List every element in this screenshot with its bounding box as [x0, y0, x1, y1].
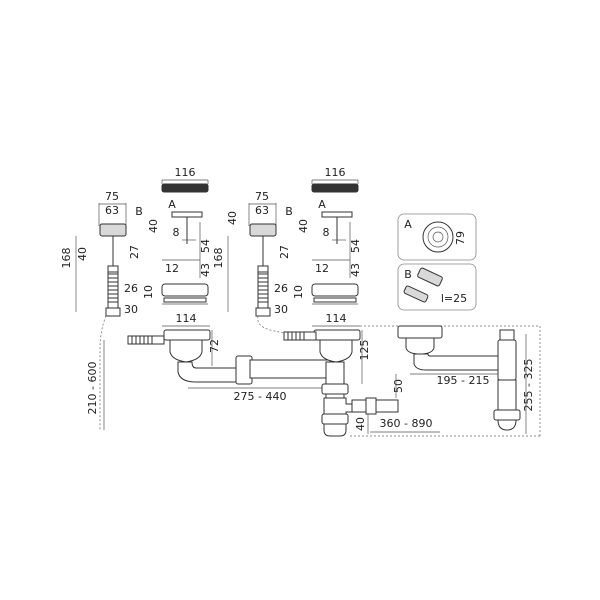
dim-50: 50 [392, 379, 405, 393]
dim-40-bottom: 40 [354, 417, 367, 431]
dim-255-325: 255 - 325 [522, 359, 535, 412]
dim-195-215: 195 - 215 [437, 374, 490, 387]
dim-168-left: 168 [60, 248, 73, 269]
dim-75-left: 75 [105, 190, 119, 203]
dim-8-left: 8 [173, 226, 180, 239]
dim-54-left: 54 [199, 239, 212, 253]
dim-26-right: 26 [274, 282, 288, 295]
label-b-right: B [285, 205, 293, 218]
dim-72: 72 [208, 339, 221, 353]
dim-8-right: 8 [323, 226, 330, 239]
right-bowl-set: 116 A 40 8 54 12 43 10 75 63 B [212, 166, 541, 437]
overflow-b-left: 75 63 B 40 168 27 26 30 [60, 190, 143, 317]
legend-box-a: A 79 [397, 213, 477, 261]
overflow-b-right: 75 63 B 40 168 27 26 30 [212, 190, 293, 317]
dim-275-440: 275 - 440 [234, 390, 287, 403]
dim-168-right: 168 [212, 248, 225, 269]
dim-26-left: 26 [124, 282, 138, 295]
strainer-basket-right: 10 [292, 283, 359, 305]
dim-43-left: 43 [199, 263, 212, 277]
dim-63-right: 63 [255, 204, 269, 217]
connector-pipe: 275 - 440 [188, 355, 334, 403]
legend-l25: l=25 [441, 292, 467, 305]
dim-27-right: 27 [278, 245, 291, 259]
left-bowl-set: 116 A 40 8 54 12 43 10 75 63 [60, 166, 334, 430]
legend-label-a: A [404, 218, 412, 231]
legend-dim-79: 79 [454, 231, 467, 245]
overflow-hose-right [257, 315, 289, 335]
strainer-cover-left: 116 [161, 166, 209, 193]
label-a-right: A [318, 198, 326, 211]
dim-75-right: 75 [255, 190, 269, 203]
dim-114-left: 114 [176, 312, 197, 325]
push-button-a-right: A 40 8 54 12 43 [297, 198, 362, 278]
dim-40-a-left: 40 [147, 219, 160, 233]
drain-body-right: 114 125 [283, 312, 371, 437]
dim-116-right: 116 [325, 166, 346, 179]
dim-40-b-right: 40 [226, 211, 239, 225]
dim-10-left: 10 [142, 285, 155, 299]
dim-360-890: 360 - 890 [380, 417, 433, 430]
label-b-left: B [135, 205, 143, 218]
label-a-left: A [168, 198, 176, 211]
dim-12-left: 12 [165, 262, 179, 275]
dim-125: 125 [358, 340, 371, 361]
dim-40-a-right: 40 [297, 219, 310, 233]
dim-10-right: 10 [292, 285, 305, 299]
legend-box-b: B l=25 [397, 263, 477, 311]
dim-40-b-left: 40 [76, 247, 89, 261]
legend-label-b: B [404, 268, 412, 281]
dim-12-right: 12 [315, 262, 329, 275]
drain-body-left: 114 72 [127, 312, 249, 383]
dim-30-left: 30 [124, 303, 138, 316]
dim-63-left: 63 [105, 204, 119, 217]
dim-43-right: 43 [349, 263, 362, 277]
dim-54-right: 54 [349, 239, 362, 253]
appliance-connector: 50 40 360 - 890 [351, 374, 440, 434]
overflow-hose-left [99, 315, 107, 430]
dim-30-right: 30 [274, 303, 288, 316]
dim-116-left: 116 [175, 166, 196, 179]
strainer-cover-right: 116 [311, 166, 359, 193]
strainer-basket-left: 10 [142, 283, 209, 305]
dim-210-600: 210 - 600 [86, 362, 99, 415]
dim-27-left: 27 [128, 245, 141, 259]
dim-114-right: 114 [326, 312, 347, 325]
alternative-siphon: 195 - 215 255 - 325 [397, 325, 535, 434]
push-button-a-left: A 40 8 54 12 43 [147, 198, 212, 278]
